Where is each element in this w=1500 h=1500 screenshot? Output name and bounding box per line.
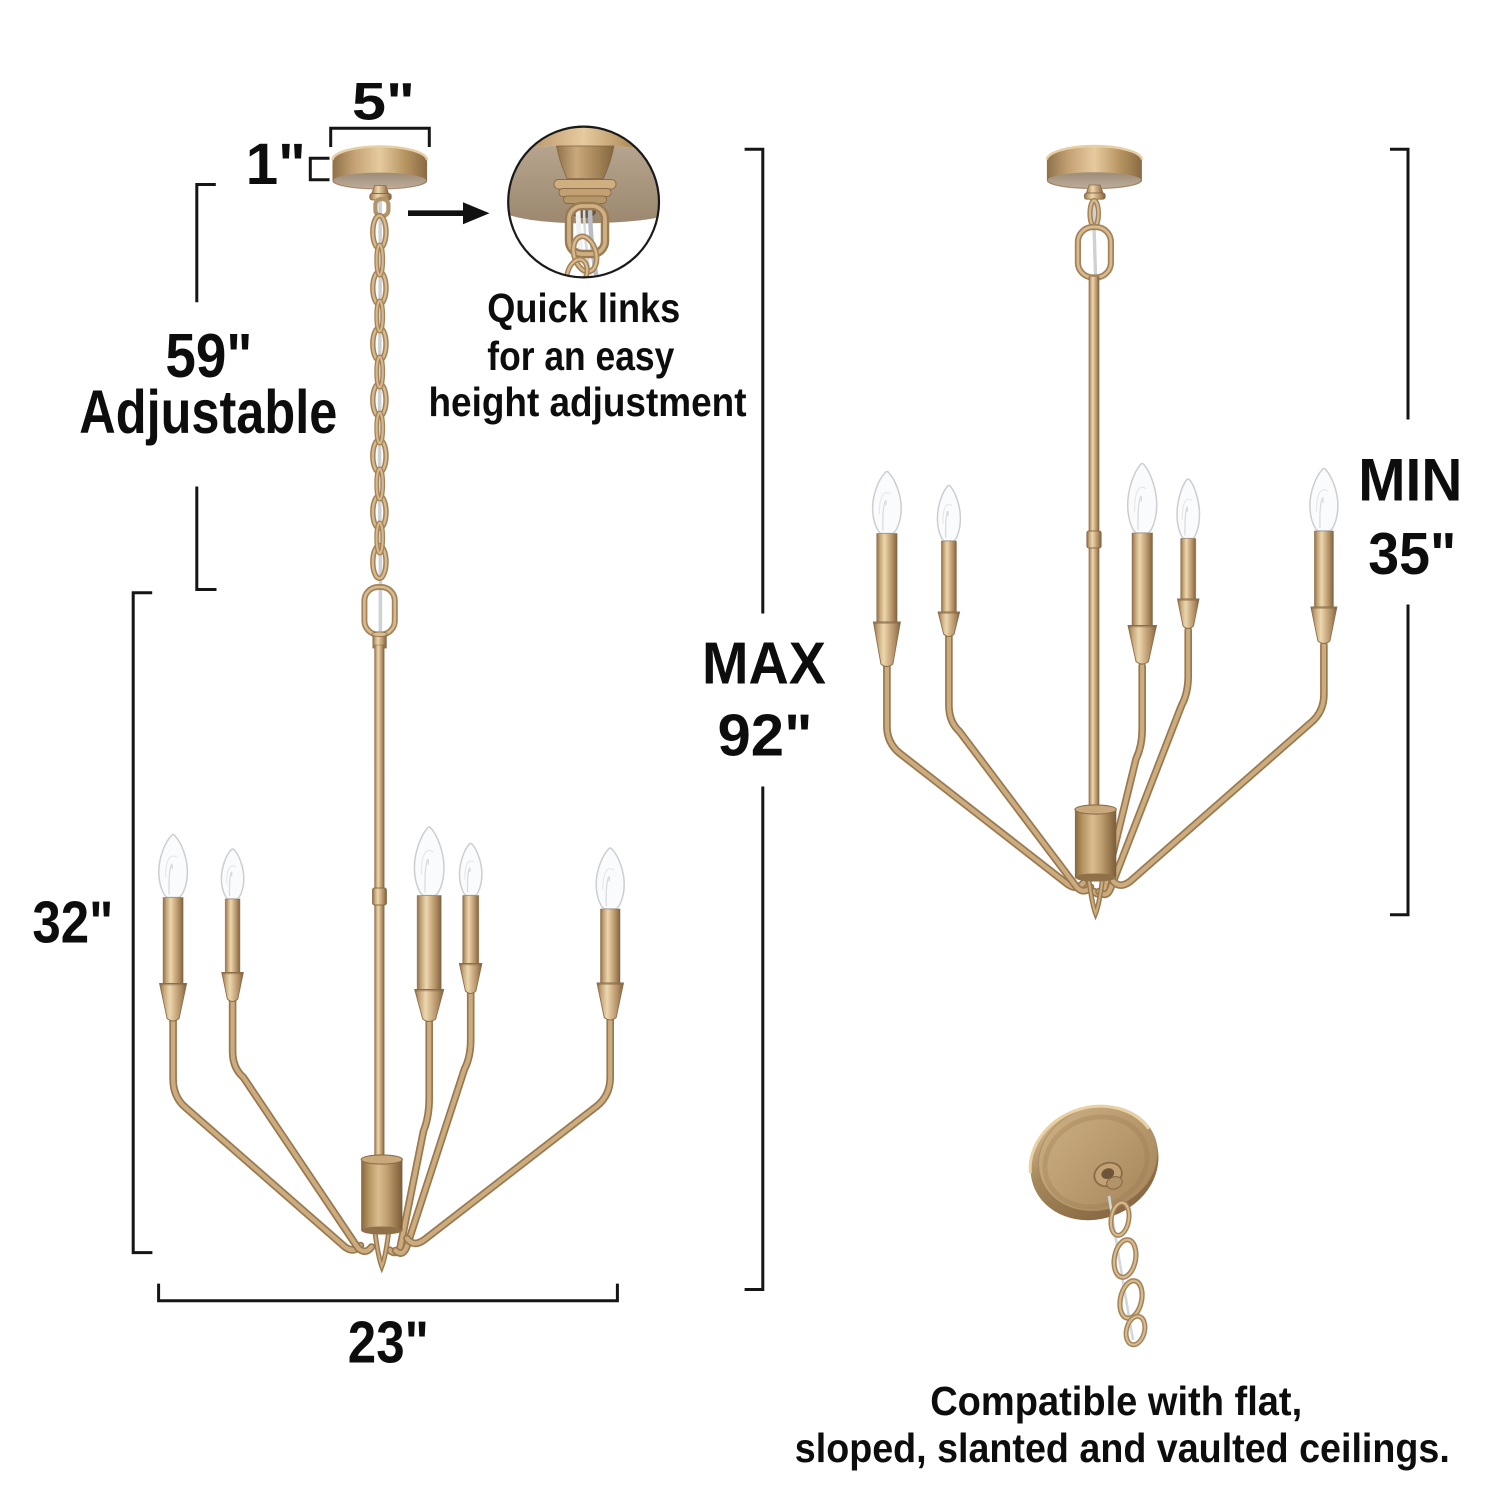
svg-text:MAX: MAX xyxy=(702,631,826,697)
svg-text:59": 59" xyxy=(165,322,252,391)
svg-text:MIN: MIN xyxy=(1358,446,1462,514)
svg-text:92": 92" xyxy=(718,703,813,769)
svg-text:1": 1" xyxy=(246,132,306,197)
svg-text:Compatible with flat,: Compatible with flat, xyxy=(930,1378,1302,1424)
svg-text:Adjustable: Adjustable xyxy=(79,378,337,446)
svg-text:5": 5" xyxy=(352,73,415,132)
svg-text:23": 23" xyxy=(348,1309,429,1376)
svg-text:for an easy: for an easy xyxy=(487,333,674,379)
svg-text:height adjustment: height adjustment xyxy=(429,379,747,425)
svg-text:sloped, slanted and vaulted ce: sloped, slanted and vaulted ceilings. xyxy=(795,1425,1450,1471)
svg-text:32": 32" xyxy=(32,888,113,955)
svg-text:Quick links: Quick links xyxy=(487,285,680,331)
svg-text:35": 35" xyxy=(1368,520,1456,587)
